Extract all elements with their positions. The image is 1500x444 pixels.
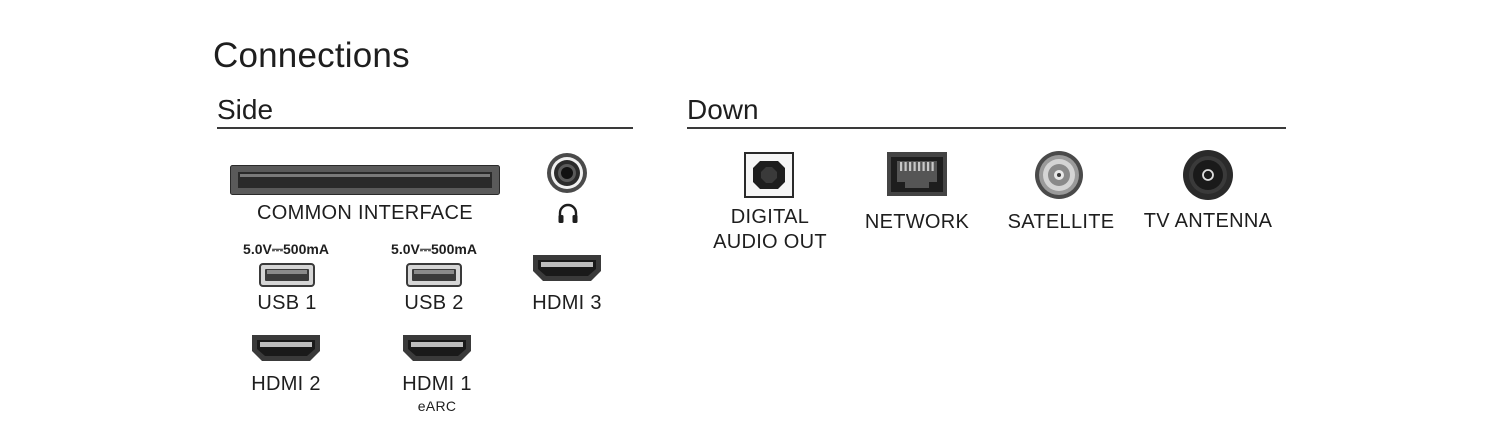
headphone-jack-icon [545, 151, 589, 195]
usb1-label: USB 1 [257, 292, 317, 314]
usb2-label: USB 2 [404, 292, 464, 314]
usb2-rating: 5.0V⎓500mA [391, 241, 477, 257]
antenna-label: TV ANTENNA [1143, 210, 1273, 232]
side-section-title: Side [217, 94, 274, 125]
headphones-icon [556, 202, 580, 226]
hdmi1-label: HDMI 1 [402, 373, 472, 395]
page-title: Connections [213, 36, 410, 75]
ci-slot-icon [230, 165, 500, 195]
down-section-title: Down [687, 94, 759, 125]
hdmi-port-icon [531, 253, 603, 283]
usb-port-icon [259, 263, 315, 287]
down-divider [687, 127, 1286, 129]
satellite-label: SATELLITE [1007, 211, 1115, 233]
hdmi3-label: HDMI 3 [532, 292, 602, 314]
ethernet-port-icon [887, 152, 947, 196]
digital-audio-label-line1: DIGITAL [730, 206, 810, 228]
digital-audio-label-line2: AUDIO OUT [713, 231, 827, 253]
hdmi-port-icon [401, 333, 473, 363]
network-label: NETWORK [864, 211, 970, 233]
optical-port-icon [744, 152, 794, 198]
hdmi1-earc-label: eARC [417, 398, 457, 414]
common-interface-label: COMMON INTERFACE [257, 202, 473, 224]
usb1-rating: 5.0V⎓500mA [243, 241, 329, 257]
hdmi2-label: HDMI 2 [251, 373, 321, 395]
satellite-connector-icon [1034, 150, 1084, 200]
side-divider [217, 127, 633, 129]
usb-port-icon [406, 263, 462, 287]
antenna-connector-icon [1182, 149, 1234, 201]
hdmi-port-icon [250, 333, 322, 363]
